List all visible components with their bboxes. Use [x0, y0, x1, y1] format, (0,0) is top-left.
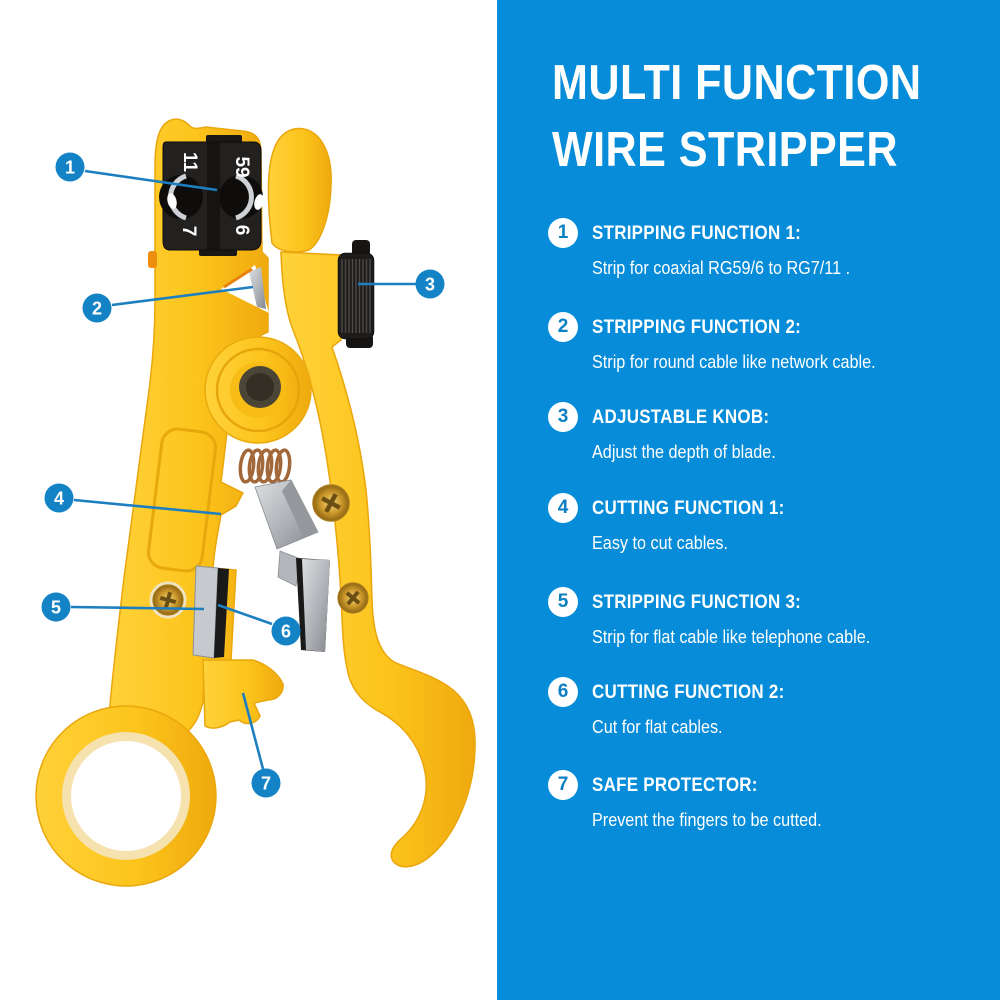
finger-ring: [35, 705, 217, 887]
callout-line-6: [217, 603, 273, 626]
adjustable-knob: [337, 240, 375, 348]
callout-4: 4: [44, 483, 74, 513]
feature-heading: STRIPPING FUNCTION 2:: [592, 316, 802, 338]
cassette-label-11: 11: [179, 152, 200, 173]
feature-item-3: 3 ADJUSTABLE KNOB: Adjust the depth of b…: [548, 402, 978, 462]
svg-text:2: 2: [92, 299, 102, 319]
spring: [238, 448, 292, 484]
cassette-label-59: 59: [231, 156, 252, 177]
feature-description: Adjust the depth of blade.: [592, 442, 776, 462]
flat-cable-slot: [192, 558, 330, 659]
callout-bubbles: 1 2 3 4 5 6 7: [41, 152, 445, 798]
info-panel: MULTI FUNCTION WIRE STRIPPER 1 STRIPPING…: [497, 0, 1000, 1000]
callout-line-1: [84, 169, 218, 192]
pivot: [204, 336, 312, 444]
feature-heading: STRIPPING FUNCTION 3:: [592, 591, 802, 613]
feature-heading: STRIPPING FUNCTION 1:: [592, 222, 802, 244]
svg-text:1: 1: [65, 158, 75, 178]
handle-recess: [147, 427, 217, 573]
callout-6: 6: [271, 616, 301, 646]
cutting-blade: [254, 479, 319, 587]
tool-right-body: [267, 127, 476, 868]
feature-item-7: 7 SAFE PROTECTOR: Prevent the fingers to…: [548, 770, 978, 830]
feature-description: Easy to cut cables.: [592, 533, 728, 553]
screw-right-handle: [337, 582, 369, 614]
cassette-label-7: 7: [178, 226, 199, 237]
feature-heading: CUTTING FUNCTION 1:: [592, 497, 785, 519]
title-line-2: WIRE STRIPPER: [552, 123, 898, 177]
feature-item-2: 2 STRIPPING FUNCTION 2: Strip for round …: [548, 312, 978, 372]
feature-item-1: 1 STRIPPING FUNCTION 1: Strip for coaxia…: [548, 218, 978, 278]
callout-1: 1: [55, 152, 85, 182]
feature-item-4: 4 CUTTING FUNCTION 1: Easy to cut cables…: [548, 493, 978, 553]
feature-description: Strip for flat cable like telephone cabl…: [592, 627, 871, 647]
feature-heading: CUTTING FUNCTION 2:: [592, 681, 785, 703]
callout-line-2: [111, 285, 254, 307]
feature-number-badge: 1: [548, 218, 578, 248]
callout-lines: [70, 169, 416, 770]
feature-number-badge: 6: [548, 677, 578, 707]
feature-number-badge: 3: [548, 402, 578, 432]
feature-description: Cut for flat cables.: [592, 717, 723, 737]
screw-left-handle: [149, 581, 187, 619]
wire-stripper-illustration: 11 59 7 6: [35, 118, 476, 887]
feature-description: Strip for round cable like network cable…: [592, 352, 876, 372]
svg-text:3: 3: [425, 275, 435, 295]
feature-number-badge: 5: [548, 587, 578, 617]
callout-3: 3: [415, 269, 445, 299]
feature-number-badge: 4: [548, 493, 578, 523]
callout-line-7: [241, 692, 265, 770]
callout-2: 2: [82, 293, 112, 323]
callout-line-5: [70, 605, 205, 611]
svg-text:4: 4: [54, 489, 64, 509]
screw-right-jaw: [312, 484, 350, 522]
title-line-1: MULTI FUNCTION: [552, 56, 922, 110]
svg-text:5: 5: [51, 598, 61, 618]
right-jaw-top: [267, 127, 332, 253]
feature-item-6: 6 CUTTING FUNCTION 2: Cut for flat cable…: [548, 677, 978, 737]
callout-line-4: [73, 498, 222, 516]
page-title: MULTI FUNCTION WIRE STRIPPER: [552, 50, 972, 184]
cassette-label-6: 6: [231, 225, 252, 236]
feature-heading: ADJUSTABLE KNOB:: [592, 406, 770, 428]
feature-description: Strip for coaxial RG59/6 to RG7/11 .: [592, 258, 851, 278]
feature-number-badge: 7: [548, 770, 578, 800]
feature-item-5: 5 STRIPPING FUNCTION 3: Strip for flat c…: [548, 587, 978, 647]
feature-description: Prevent the fingers to be cutted.: [592, 810, 822, 830]
svg-text:7: 7: [261, 774, 271, 794]
blade-cassette: 11 59 7 6: [159, 135, 264, 256]
head-orange-tab: [148, 251, 157, 268]
callout-5: 5: [41, 592, 71, 622]
feature-number-badge: 2: [548, 312, 578, 342]
svg-text:6: 6: [281, 622, 291, 642]
callout-7: 7: [251, 768, 281, 798]
feature-heading: SAFE PROTECTOR:: [592, 774, 758, 796]
